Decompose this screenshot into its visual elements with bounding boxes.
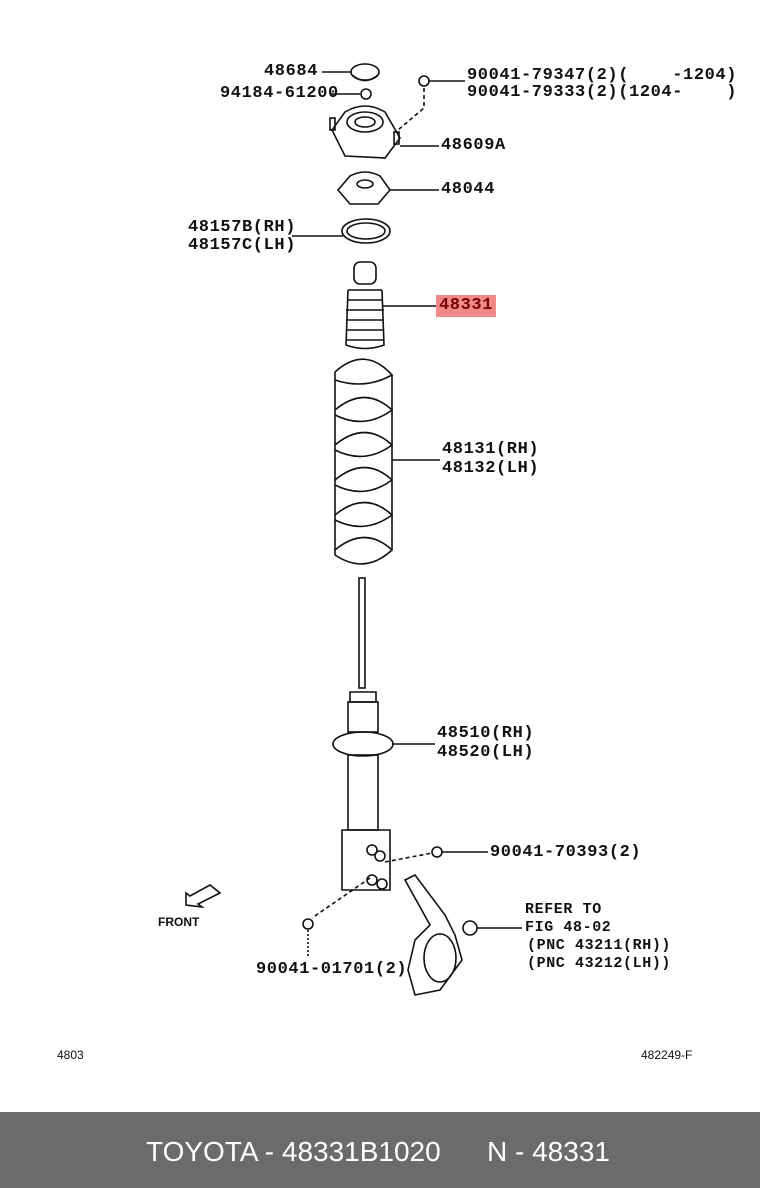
label-90041-79333[interactable]: 90041-79333(2)(1204- ) (467, 83, 738, 102)
front-arrow-icon (185, 884, 222, 909)
label-48044[interactable]: 48044 (441, 180, 496, 199)
label-48331-highlighted[interactable]: 48331 (436, 295, 497, 317)
parts-drawing (185, 63, 522, 996)
label-48684[interactable]: 48684 (264, 62, 319, 81)
refer-line-3: (PNC 43211(RH)) (527, 937, 672, 954)
nut-marker-icon (418, 75, 430, 87)
label-94184-61200[interactable]: 94184-61200 (220, 84, 339, 103)
cap-48684 (350, 63, 380, 82)
bump-stopper-48331 (345, 261, 385, 350)
bearing-48044 (336, 171, 392, 205)
coil-spring (334, 358, 394, 565)
footer-pnc: N - 48331 (487, 1136, 610, 1167)
label-90041-70393[interactable]: 90041-70393(2) (490, 843, 642, 862)
label-48157C[interactable]: 48157C(LH) (188, 236, 297, 255)
refer-line-2[interactable]: FIG 48-02 (525, 919, 612, 936)
label-48132[interactable]: 48132(LH) (442, 459, 540, 478)
label-48520[interactable]: 48520(LH) (437, 743, 535, 762)
label-48510[interactable]: 48510(RH) (437, 724, 535, 743)
figure-number: 4803 (57, 1048, 84, 1062)
label-48609A[interactable]: 48609A (441, 136, 506, 155)
refer-line-1: REFER TO (525, 901, 602, 918)
insulator-ring (341, 218, 391, 244)
refer-line-4: (PNC 43212(LH)) (527, 955, 672, 972)
support-48609A (329, 105, 401, 159)
footer-part-number: TOYOTA - 48331B1020 (146, 1136, 441, 1167)
front-label: FRONT (158, 915, 200, 929)
illustration-id: 482249-F (641, 1048, 693, 1062)
bolt-marker-icon (302, 918, 314, 930)
label-48131[interactable]: 48131(RH) (442, 440, 540, 459)
label-90041-79347[interactable]: 90041-79347(2)( -1204) (467, 66, 738, 85)
steering-knuckle (403, 873, 478, 996)
shock-absorber (332, 577, 394, 891)
label-90041-01701[interactable]: 90041-01701(2) (256, 960, 408, 979)
label-48157B[interactable]: 48157B(RH) (188, 218, 297, 237)
leader-lines (292, 71, 465, 745)
nut-marker-icon (360, 88, 372, 100)
footer-bar: TOYOTA - 48331B1020 N - 48331 (0, 1112, 760, 1188)
nut-marker-icon (431, 846, 443, 858)
